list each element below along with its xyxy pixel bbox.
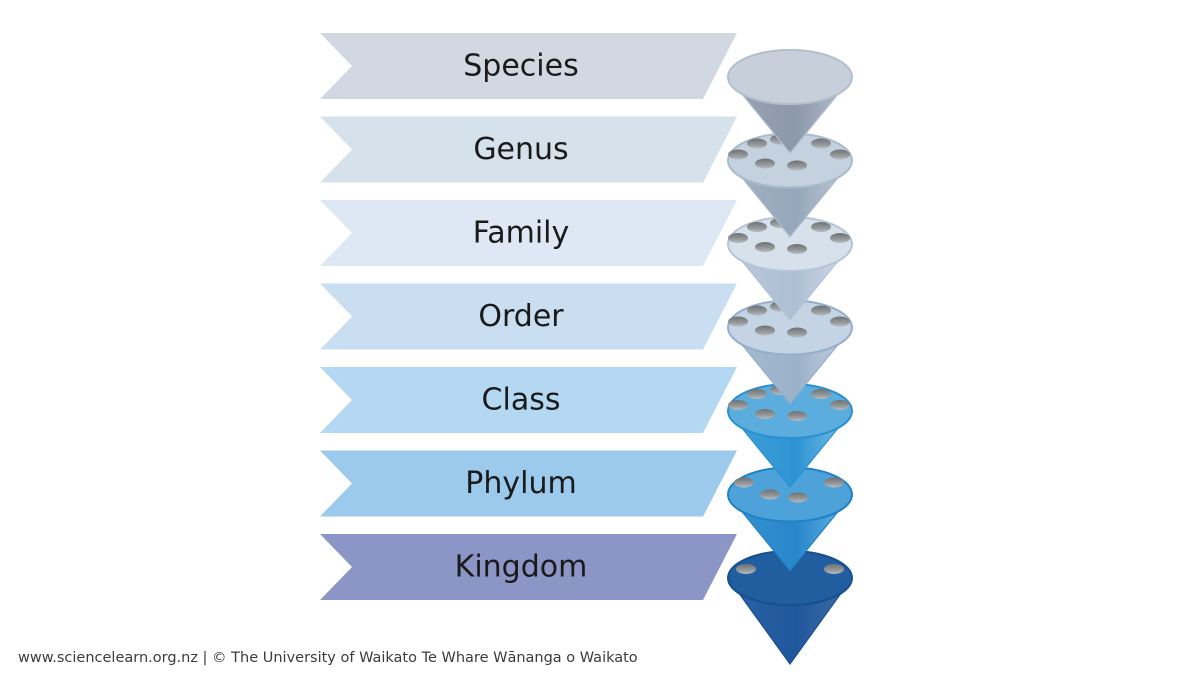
banner-genus: [320, 116, 737, 183]
funnel-stack: [727, 49, 853, 666]
banner-label-family: Family: [473, 216, 570, 251]
funnel-hole: [787, 160, 807, 171]
funnel-hole: [811, 222, 831, 232]
funnel-hole: [734, 477, 754, 488]
banner-family: [320, 200, 737, 266]
funnel-species: [727, 49, 853, 154]
funnel-hole: [747, 389, 767, 399]
banner-label-order: Order: [478, 299, 564, 334]
funnel-hole: [747, 305, 767, 316]
funnel-hole: [830, 233, 850, 243]
funnel-genus: [727, 132, 853, 238]
funnel-hole: [736, 564, 756, 574]
funnel-hole: [755, 409, 775, 419]
banner-species: [320, 33, 737, 99]
banner-label-phylum: Phylum: [465, 466, 576, 501]
funnel-hole: [824, 564, 844, 574]
funnel-hole: [728, 316, 748, 327]
funnel-hole: [728, 233, 748, 243]
funnel-hole: [811, 138, 831, 149]
funnel-hole: [811, 305, 831, 316]
funnel-hole: [747, 222, 767, 232]
banner-stack: SpeciesGenusFamilyOrderClassPhylumKingdo…: [320, 33, 737, 600]
banner-order: [320, 283, 737, 350]
funnel-hole: [788, 492, 808, 503]
funnel-hole: [755, 158, 775, 169]
funnel-order: [727, 299, 853, 405]
banner-label-kingdom: Kingdom: [455, 550, 588, 585]
funnel-hole: [760, 489, 780, 500]
banner-kingdom: [320, 534, 737, 600]
funnel-hole: [830, 149, 850, 160]
banner-label-species: Species: [463, 49, 578, 84]
funnel-hole: [830, 316, 850, 327]
funnel-hole: [787, 411, 807, 421]
funnel-hole: [830, 400, 850, 410]
banner-phylum: [320, 450, 737, 517]
banner-label-class: Class: [482, 383, 561, 418]
funnel-hole: [755, 325, 775, 336]
banner-class: [320, 367, 737, 433]
funnel-hole: [755, 242, 775, 252]
funnel-hole: [728, 400, 748, 410]
banner-label-genus: Genus: [473, 132, 568, 167]
funnel-hole: [811, 389, 831, 399]
footer-credit: www.sciencelearn.org.nz | © The Universi…: [18, 650, 638, 666]
funnel-kingdom: [727, 550, 853, 666]
funnel-hole: [824, 477, 844, 488]
funnel-hole: [787, 327, 807, 338]
funnel-hole: [747, 138, 767, 149]
funnel-hole: [787, 244, 807, 254]
funnel-phylum: [727, 466, 853, 572]
funnel-hole: [728, 149, 748, 160]
funnel-bowl-species: [727, 49, 853, 105]
